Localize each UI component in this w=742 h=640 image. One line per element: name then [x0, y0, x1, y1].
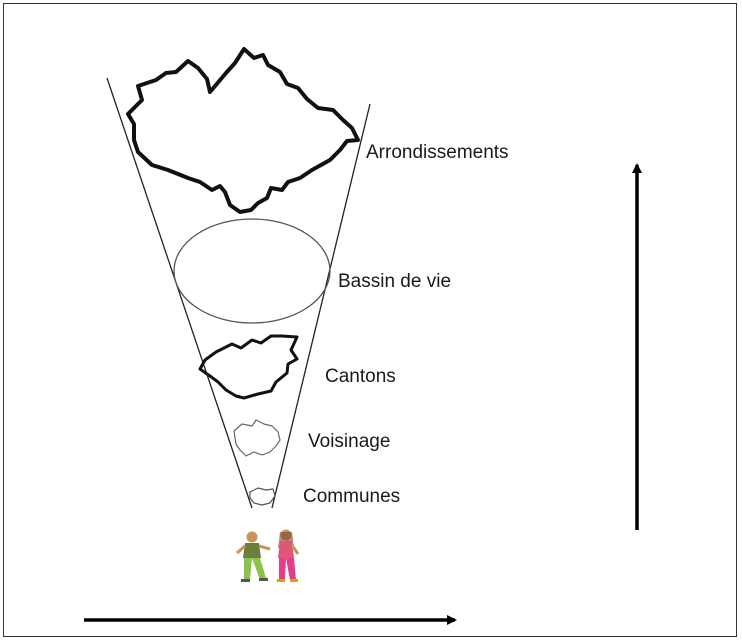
communes-shape	[249, 487, 276, 506]
label-bassin-de-vie: Bassin de vie	[338, 271, 452, 292]
cantons-shape	[198, 334, 299, 400]
diagram-frame	[3, 3, 737, 637]
voisinage-shape	[233, 419, 281, 457]
label-arrondissements: Arrondissements	[366, 142, 509, 163]
cone-right-edge	[271, 103, 371, 509]
bassin-de-vie-shape	[173, 218, 331, 324]
cone-left-edge	[106, 77, 253, 509]
label-cantons: Cantons	[325, 366, 396, 387]
label-communes: Communes	[303, 486, 401, 507]
arrondissements-shape	[126, 47, 360, 214]
people-icon	[236, 529, 300, 582]
label-voisinage: Voisinage	[308, 431, 391, 452]
